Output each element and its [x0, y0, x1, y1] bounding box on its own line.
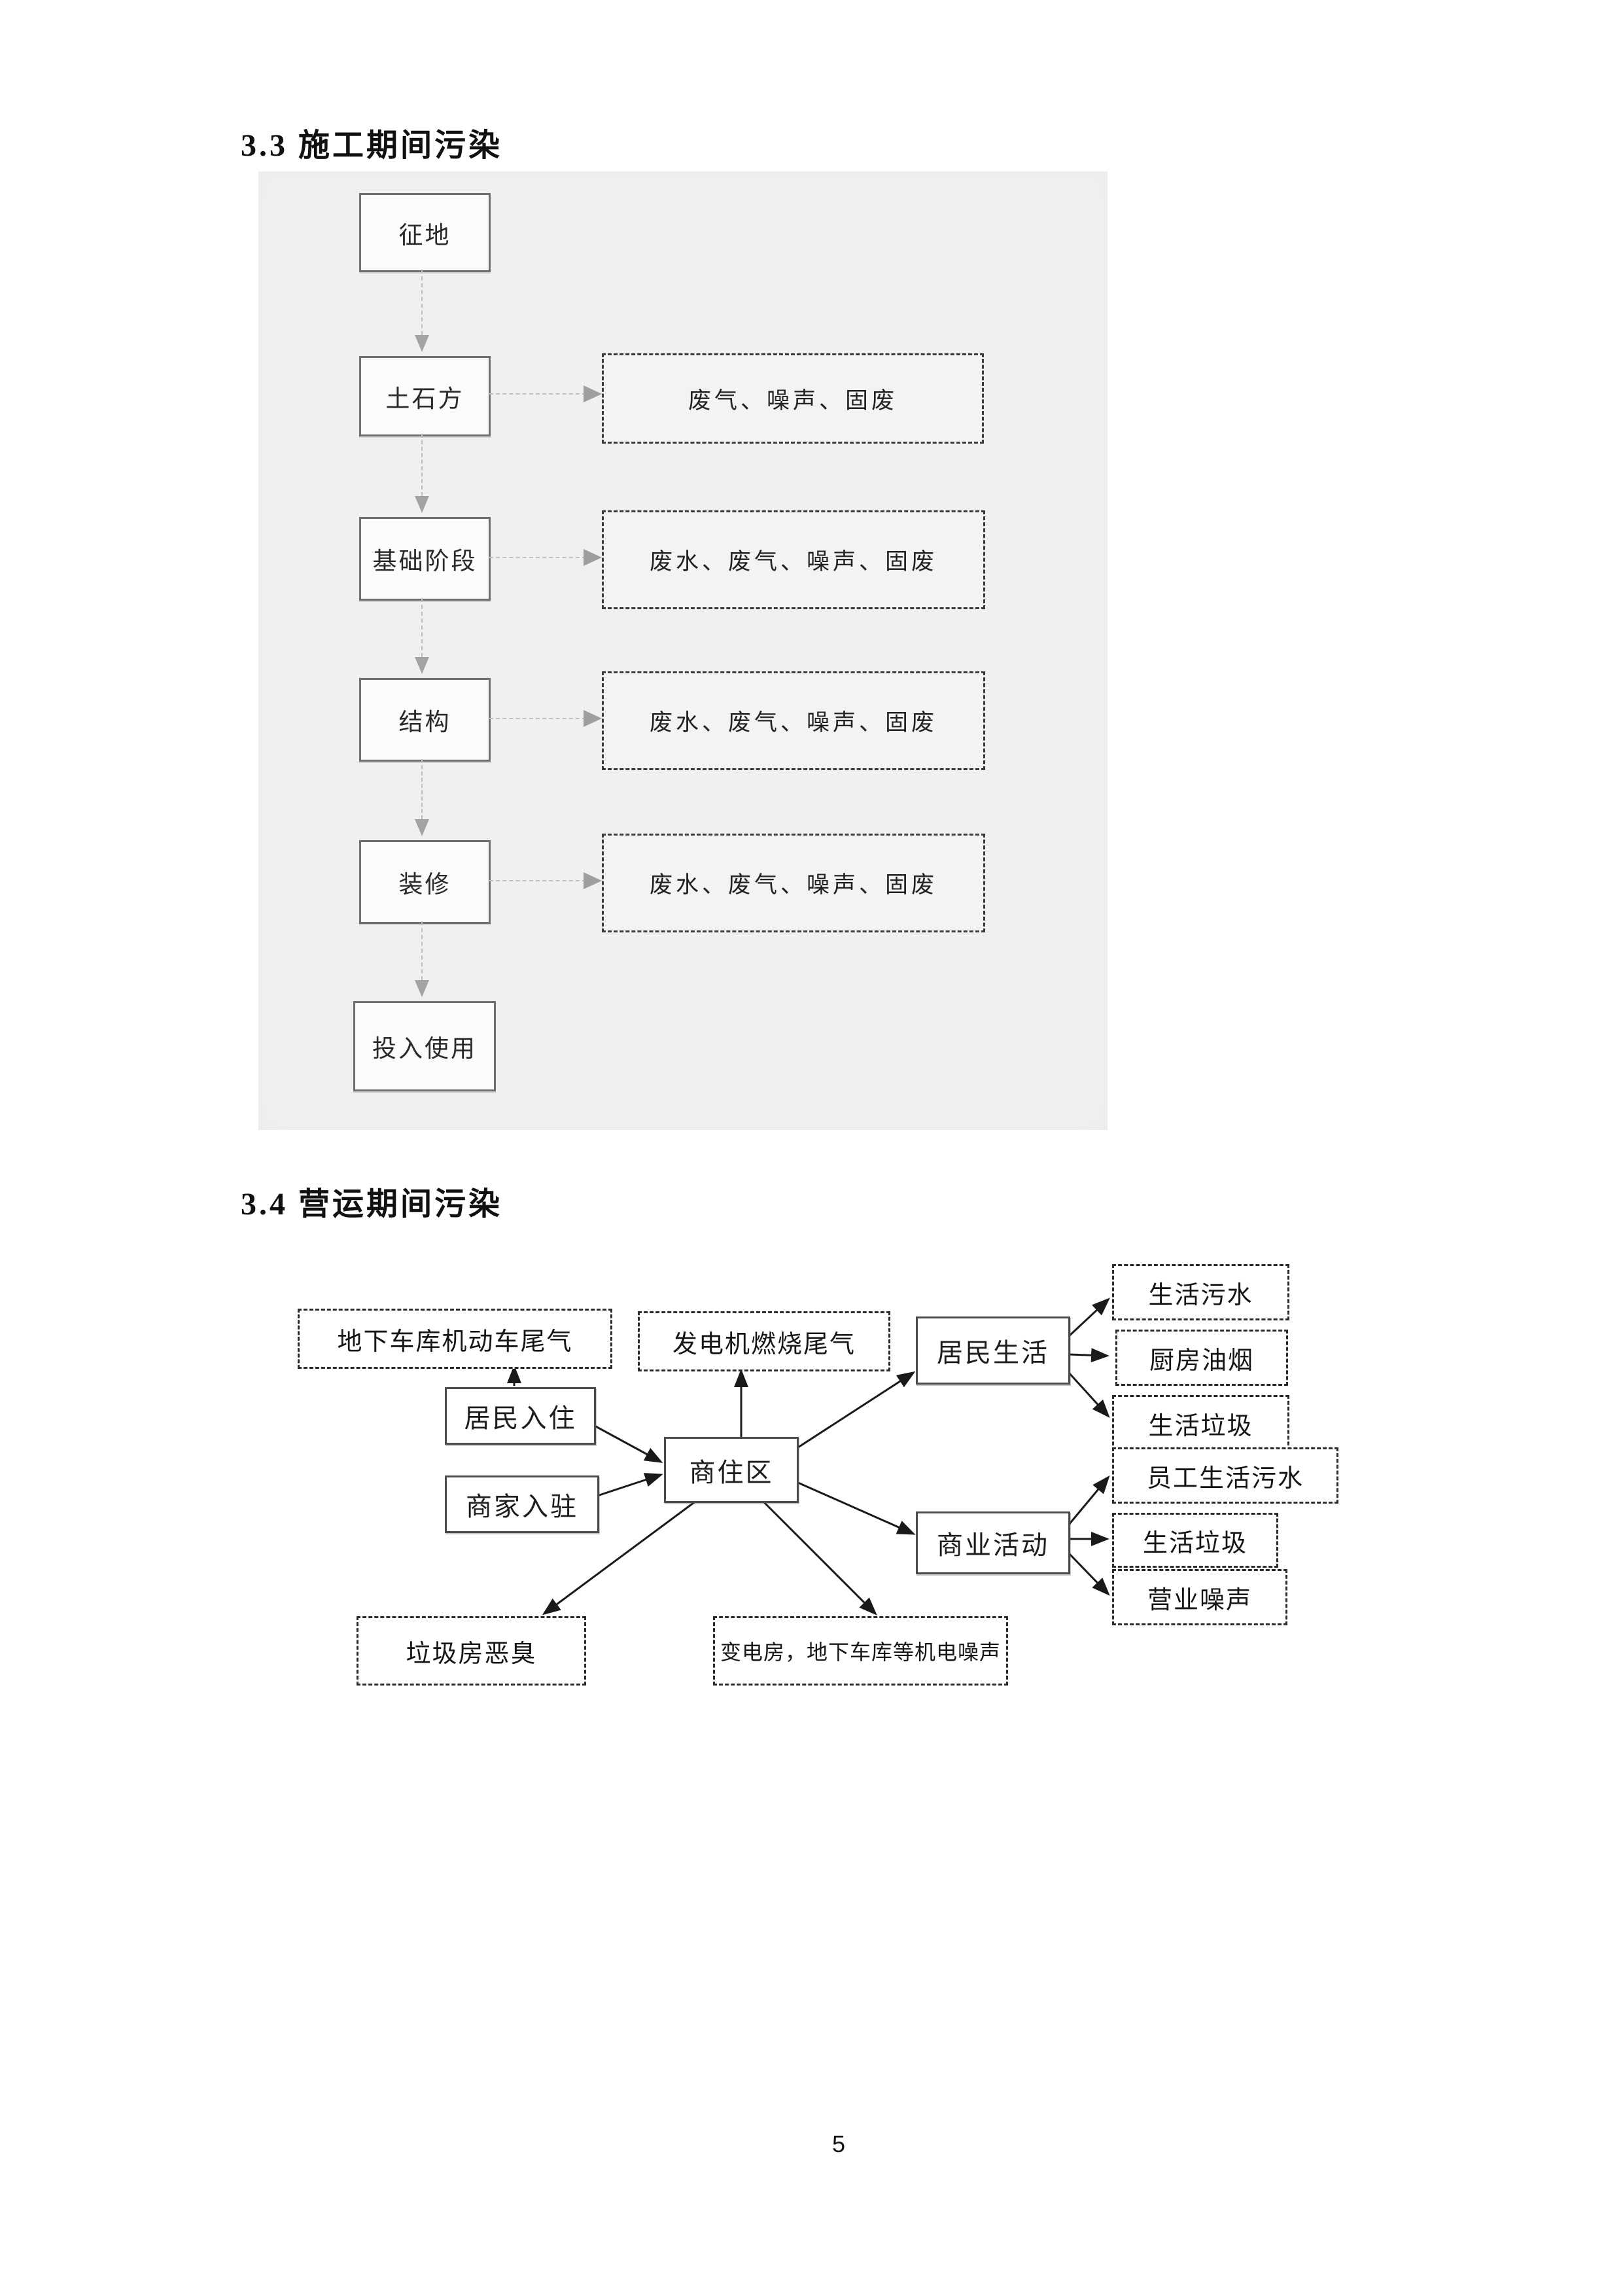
arrow-activity-to-staff-sewage [1068, 1475, 1110, 1525]
arrow-area-to-resident-life [797, 1371, 916, 1449]
arrow-residents-to-area [593, 1424, 663, 1463]
arrow-life-to-sewage [1068, 1298, 1110, 1337]
connector-line [489, 393, 586, 395]
staff-garbage-box: 生活垃圾 [1112, 1513, 1278, 1568]
arrow-right-icon [584, 872, 602, 889]
stage-box-earthwork: 土石方 [359, 356, 491, 436]
operation-flowchart-arrows [507, 1298, 1110, 1616]
connector-line [489, 880, 586, 881]
business-noise-box: 营业噪声 [1112, 1569, 1287, 1625]
mechanical-noise-box: 变电房，地下车库等机电噪声 [713, 1616, 1008, 1686]
arrow-down-icon [415, 335, 429, 352]
commercial-activity-box: 商业活动 [916, 1511, 1070, 1574]
construction-flowchart-background [258, 171, 1108, 1130]
merchants-movein-box: 商家入驻 [445, 1475, 599, 1533]
arrow-area-to-mech-noise [761, 1500, 877, 1616]
arrow-right-icon [584, 549, 602, 566]
page-number: 5 [832, 2130, 846, 2157]
generator-exhaust-box: 发电机燃烧尾气 [638, 1311, 890, 1371]
connector-line [489, 718, 586, 719]
arrow-life-to-fumes [1068, 1348, 1109, 1363]
stage-box-decoration: 装修 [359, 840, 491, 924]
arrow-down-icon [415, 980, 429, 997]
arrow-down-icon [415, 657, 429, 674]
stage-box-put-into-use: 投入使用 [353, 1001, 496, 1091]
arrow-down-icon [415, 819, 429, 836]
pollutant-box-foundation: 废水、废气、噪声、固废 [602, 510, 985, 609]
resident-life-box: 居民生活 [916, 1316, 1070, 1385]
arrow-activity-to-business-noise [1068, 1552, 1110, 1596]
commercial-residential-box: 商住区 [664, 1437, 799, 1503]
domestic-sewage-box: 生活污水 [1112, 1264, 1289, 1320]
arrow-right-icon [584, 385, 602, 402]
stage-box-foundation: 基础阶段 [359, 517, 491, 601]
pollutant-box-earthwork: 废气、噪声、固废 [602, 353, 984, 444]
staff-sewage-box: 员工生活污水 [1112, 1447, 1338, 1504]
pollutant-box-structure: 废水、废气、噪声、固废 [602, 671, 985, 770]
connector-line [421, 921, 423, 980]
arrow-area-to-garbage-odor [542, 1500, 697, 1616]
section-3-4-title: 3.4 营运期间污染 [241, 1187, 503, 1222]
section-3-3-title: 3.3 施工期间污染 [241, 128, 503, 163]
kitchen-fume-box: 厨房油烟 [1115, 1330, 1288, 1386]
garage-exhaust-box: 地下车库机动车尾气 [298, 1309, 612, 1369]
arrow-life-to-garbage [1068, 1371, 1110, 1418]
arrow-down-icon [415, 496, 429, 513]
connector-line [421, 759, 423, 819]
stage-box-structure: 结构 [359, 678, 491, 762]
pollutant-box-decoration: 废水、废气、噪声、固废 [602, 834, 985, 932]
garbage-room-odor-box: 垃圾房恶臭 [357, 1616, 586, 1686]
arrow-merchants-to-area [597, 1473, 663, 1497]
residents-movein-box: 居民入住 [445, 1387, 596, 1445]
stage-box-land-acquisition: 征地 [359, 193, 491, 272]
domestic-garbage-box: 生活垃圾 [1112, 1395, 1289, 1451]
connector-line [421, 598, 423, 657]
connector-line [421, 434, 423, 496]
connector-line [421, 270, 423, 335]
connector-line [489, 557, 586, 558]
arrow-area-to-commercial-activity [797, 1481, 916, 1535]
arrow-right-icon [584, 710, 602, 727]
